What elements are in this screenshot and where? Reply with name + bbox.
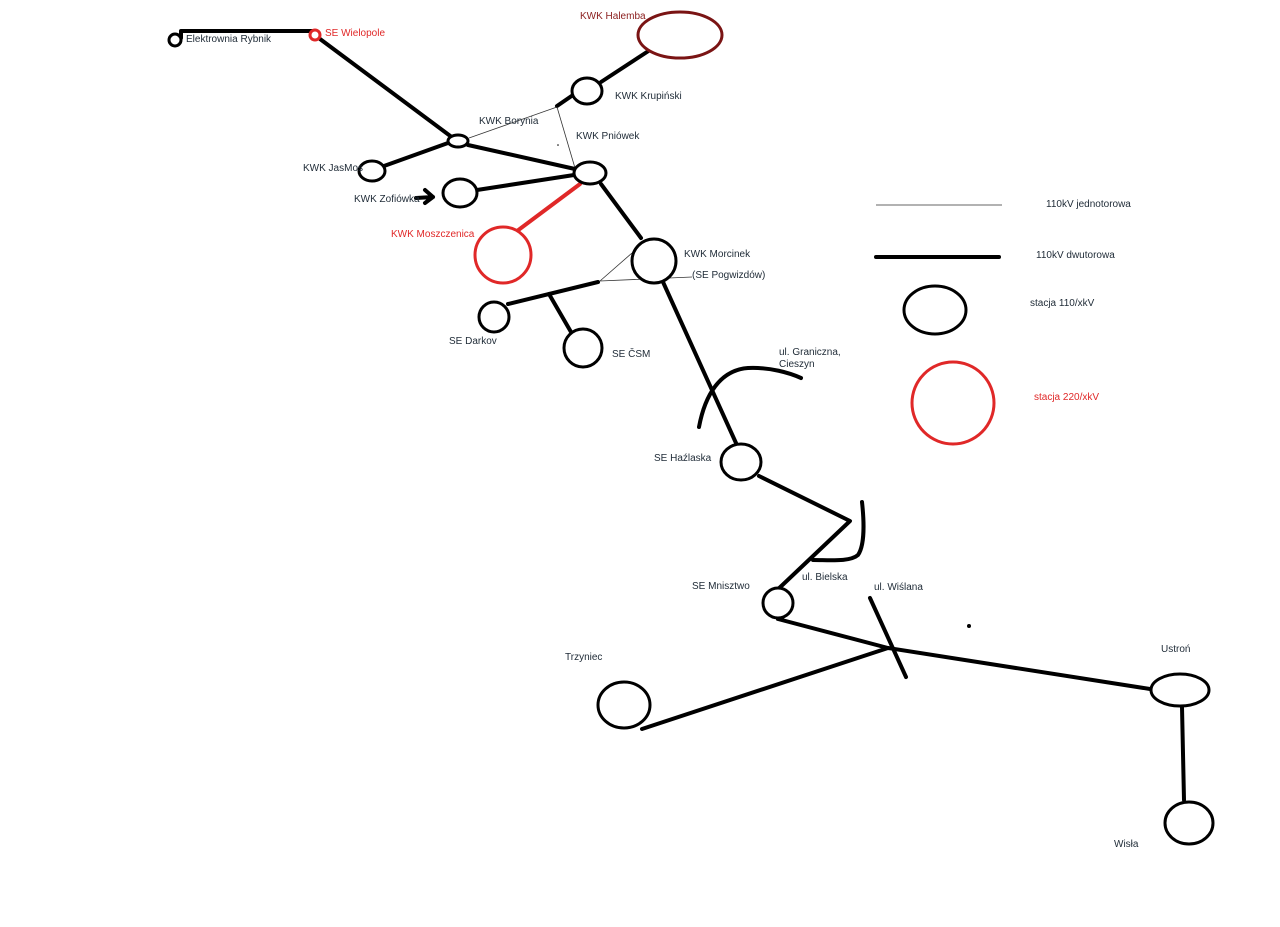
line-ustron-wisla xyxy=(1180,705,1186,802)
line-borynia-jasmos xyxy=(382,141,450,168)
line-junction-trzyniec xyxy=(640,646,890,731)
line-graniczna-curve xyxy=(697,365,803,429)
station-kwk-krupinski xyxy=(570,76,604,106)
label-ul-wislana: ul. Wiślana xyxy=(874,582,923,593)
line-wislana xyxy=(868,596,908,679)
lines xyxy=(179,29,1186,802)
station-kwk-moszczenica xyxy=(473,225,533,285)
station-kwk-zofiowka xyxy=(441,177,479,209)
label-kwk-borynia: KWK Borynia xyxy=(479,116,539,127)
line-borynia-pniowek xyxy=(466,143,577,171)
station-se-mnisztwo xyxy=(761,586,795,620)
line-pniowek-thin xyxy=(556,106,576,169)
labels: Elektrownia Rybnik SE Wielopole KWK Hale… xyxy=(186,11,1190,850)
line-hazlaska-bielska xyxy=(757,474,852,595)
legend-double-line-label: 110kV dwutorowa xyxy=(1036,250,1115,261)
label-kwk-halemba: KWK Halemba xyxy=(580,11,646,22)
line-csm-branch xyxy=(547,292,573,334)
label-se-pogwizdow: (SE Pogwizdów) xyxy=(692,270,765,281)
line-junction-ustron xyxy=(886,646,1152,691)
legend-station-220-label: stacja 220/xkV xyxy=(1034,392,1099,403)
arrow-zofiowka xyxy=(414,188,435,205)
line-wielopole-borynia xyxy=(314,34,455,140)
label-kwk-morcinek: KWK Morcinek xyxy=(684,249,751,260)
label-kwk-zofiowka: KWK Zofiówka xyxy=(354,194,420,205)
legend: 110kV jednotorowa 110kV dwutorowa stacja… xyxy=(874,199,1131,446)
station-ustron xyxy=(1149,672,1211,708)
line-bielska-hook xyxy=(811,500,866,563)
line-darkov xyxy=(506,280,600,306)
label-kwk-moszczenica: KWK Moszczenica xyxy=(391,229,475,240)
label-se-wielopole: SE Wielopole xyxy=(325,28,385,39)
line-borynia-thin xyxy=(468,106,558,139)
legend-station-110-label: stacja 110/xkV xyxy=(1030,298,1095,309)
station-se-csm xyxy=(562,327,604,369)
station-kwk-borynia xyxy=(446,133,470,149)
line-moszczenica-pniowek xyxy=(507,182,582,239)
label-wisla: Wisła xyxy=(1114,839,1139,850)
label-se-darkov: SE Darkov xyxy=(449,336,497,347)
dot xyxy=(967,624,971,628)
label-ul-bielska: ul. Bielska xyxy=(802,572,848,583)
line-pniowek-morcinek xyxy=(599,182,643,240)
legend-station-220-sample xyxy=(910,360,996,446)
line-zofiowka-pniowek xyxy=(475,173,576,192)
station-kwk-pniowek xyxy=(572,160,608,186)
station-kwk-jasmos xyxy=(357,159,387,183)
legend-station-110-sample xyxy=(902,284,968,336)
label-kwk-pniowek: KWK Pniówek xyxy=(576,131,640,142)
stations xyxy=(167,10,1215,846)
station-elektrownia-rybnik xyxy=(167,32,183,48)
line-morcinek-thin-1 xyxy=(599,252,633,282)
station-kwk-halemba xyxy=(636,10,724,60)
label-kwk-jasmos: KWK JasMos xyxy=(303,163,363,174)
station-se-darkov xyxy=(477,300,511,334)
line-morcinek-hazlaska xyxy=(661,280,738,445)
label-se-mnisztwo: SE Mnisztwo xyxy=(692,581,750,592)
station-kwk-morcinek xyxy=(630,237,678,285)
line-halemba-krupinski xyxy=(599,48,652,84)
legend-single-line-label: 110kV jednotorowa xyxy=(1046,199,1131,210)
line-mnisztwo-junction xyxy=(776,617,890,650)
station-wisla xyxy=(1163,800,1215,846)
dot-small xyxy=(557,144,559,146)
label-ul-graniczna-2: Cieszyn xyxy=(779,359,815,370)
line-krupinski-branch xyxy=(555,93,575,108)
station-se-wielopole xyxy=(308,28,322,42)
label-kwk-krupinski: KWK Krupiński xyxy=(615,91,682,102)
label-ustron: Ustroń xyxy=(1161,644,1190,655)
label-elektrownia-rybnik: Elektrownia Rybnik xyxy=(186,34,272,45)
label-ul-graniczna-1: ul. Graniczna, xyxy=(779,347,841,358)
label-se-csm: SE ČSM xyxy=(612,347,650,360)
station-trzyniec xyxy=(596,680,652,730)
station-se-hazlaska xyxy=(719,442,763,482)
label-se-hazlaska: SE Haźlaska xyxy=(654,453,712,464)
label-trzyniec: Trzyniec xyxy=(565,652,602,663)
